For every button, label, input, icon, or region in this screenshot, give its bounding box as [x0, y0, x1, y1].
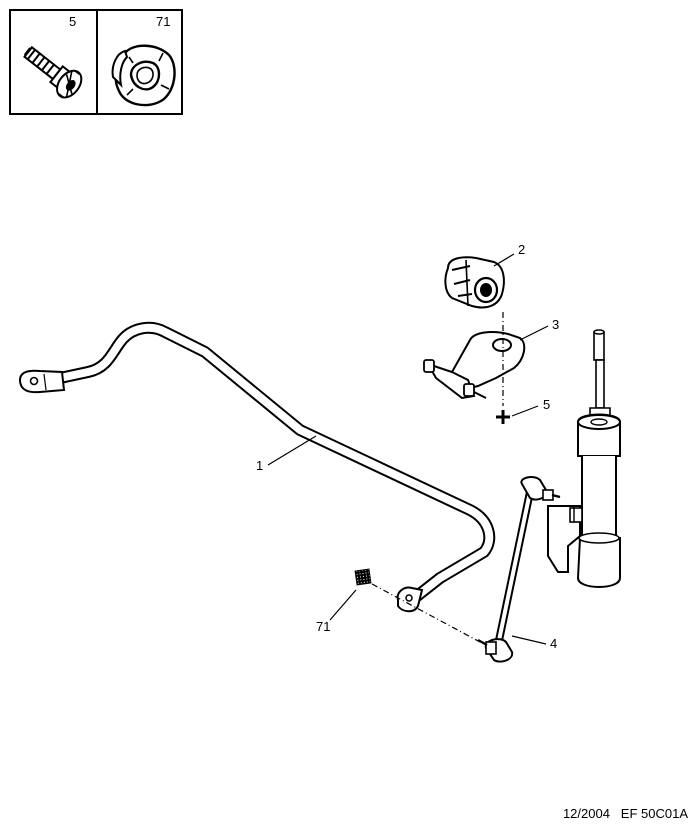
footer-reference: 12/2004 EF 50C01A: [563, 807, 688, 821]
legend-box: 5 71: [9, 9, 183, 115]
callout-4: 4: [550, 636, 558, 651]
legend-divider: [96, 11, 98, 113]
bushing: [444, 256, 505, 309]
callout-3: 3: [552, 317, 560, 332]
bolt-marker: [496, 410, 510, 424]
shock-absorber: [547, 329, 621, 588]
footer-ref: EF 50C01A: [620, 806, 688, 821]
legend-label-washer: 71: [156, 14, 171, 29]
callout-71: 71: [316, 619, 331, 634]
footer-date: 12/2004: [562, 806, 610, 821]
legend-label-bolt: 5: [69, 14, 77, 29]
washer-icon: [111, 44, 176, 107]
washer-marker: [354, 568, 372, 586]
drop-link: [477, 476, 561, 663]
leader-lines: [267, 253, 549, 645]
callout-5: 5: [543, 397, 551, 412]
stabilizer-bar: [18, 321, 496, 613]
bolt-icon: [23, 45, 83, 99]
clamp-bracket: [423, 331, 526, 400]
callout-1: 1: [256, 458, 264, 473]
callout-2: 2: [518, 242, 526, 257]
